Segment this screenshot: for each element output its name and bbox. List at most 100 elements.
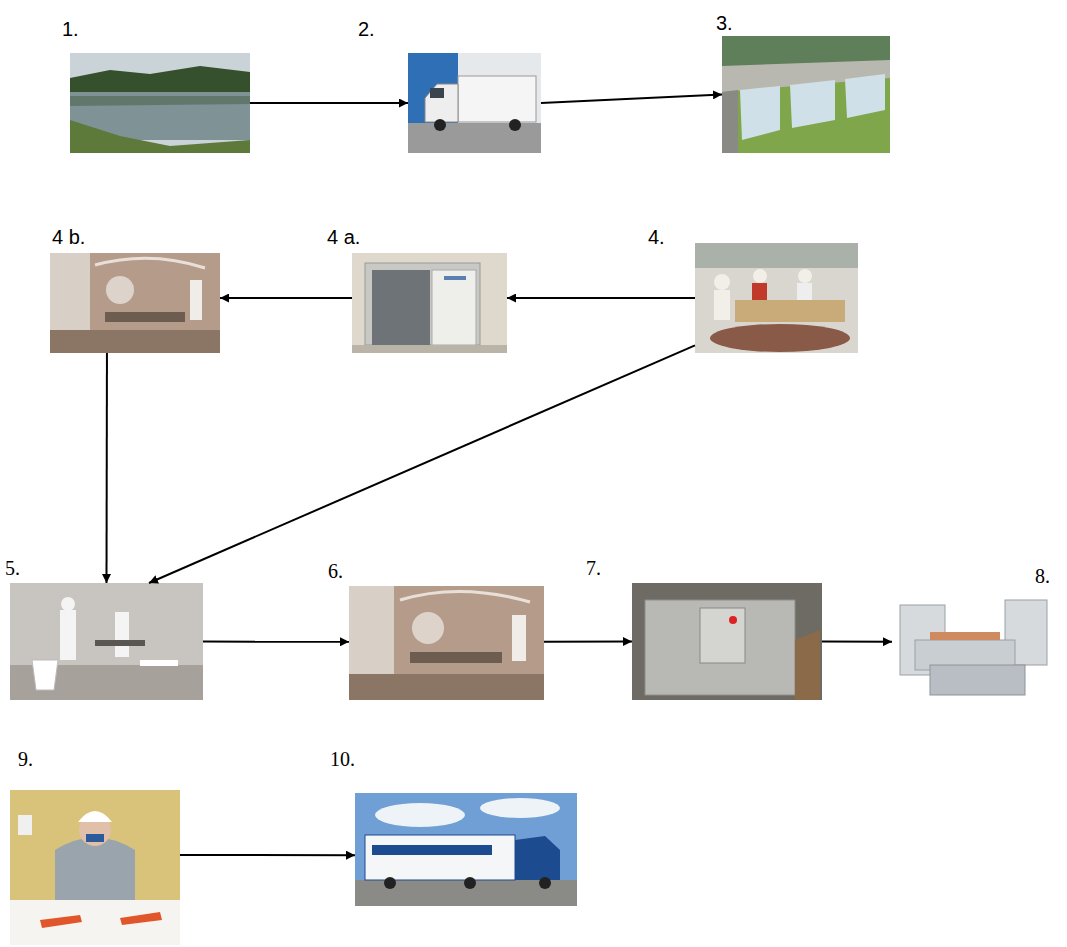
rail	[400, 591, 530, 602]
flow-arrow	[180, 854, 355, 856]
background	[408, 53, 541, 153]
fillet	[40, 915, 82, 928]
raceway-photo	[722, 36, 890, 153]
machine	[412, 612, 444, 644]
step-number: 4 b.	[52, 226, 85, 248]
photo-step: 6.	[349, 586, 544, 700]
processing-room-photo	[349, 586, 544, 700]
photo-step: 3.	[722, 36, 890, 153]
filleting-photo	[10, 790, 180, 945]
opening	[372, 270, 430, 345]
ground	[408, 123, 541, 153]
cloud	[375, 803, 465, 827]
door-frame	[365, 263, 480, 345]
step-number: 2.	[358, 18, 375, 40]
back-wall	[695, 243, 858, 268]
photo-step: 5.	[10, 583, 203, 700]
photo-step: 7.	[632, 583, 822, 700]
worker-coat	[55, 838, 135, 901]
photo-step: 4.	[695, 243, 858, 353]
flow-arrow	[203, 641, 349, 643]
step-number: 9.	[18, 748, 33, 770]
van-cab	[425, 84, 458, 122]
door-sign	[444, 276, 466, 280]
table	[10, 900, 180, 945]
switch	[729, 616, 737, 624]
trailer	[365, 835, 515, 880]
step-number: 4 a.	[327, 226, 360, 248]
table	[105, 312, 185, 322]
pond-photo	[70, 53, 250, 153]
waterfall	[845, 74, 885, 118]
wheel	[434, 119, 446, 131]
step-number: 5.	[5, 557, 20, 579]
waterfall	[790, 80, 835, 128]
van-box	[458, 76, 536, 122]
photo-step: 1.	[70, 53, 250, 153]
wall	[10, 583, 203, 700]
cold-room-photo	[352, 253, 507, 353]
cap	[78, 811, 112, 822]
tray	[140, 660, 178, 666]
trailer-stripe	[372, 845, 492, 855]
counter	[930, 665, 1025, 695]
sky	[355, 793, 577, 906]
step-number: 4.	[648, 226, 665, 248]
step-number: 10.	[330, 748, 355, 770]
worker	[714, 274, 730, 290]
wheel	[384, 877, 396, 889]
worker	[714, 290, 730, 320]
wheel	[464, 877, 476, 889]
steel-chamber	[645, 600, 795, 695]
wall	[349, 586, 544, 700]
wheel	[539, 877, 551, 889]
sky	[70, 53, 250, 153]
van-photo	[408, 53, 541, 153]
worker	[60, 610, 76, 660]
fish-tub	[710, 324, 850, 352]
sorting-photo	[695, 243, 858, 353]
flow-arrow	[149, 345, 695, 583]
background	[892, 592, 1052, 700]
blue-wall	[408, 53, 458, 123]
counters-photo	[892, 592, 1052, 700]
wall	[10, 790, 180, 945]
flow-arrow	[507, 297, 695, 299]
dispenser	[18, 815, 32, 835]
windscreen	[430, 88, 444, 98]
photo-step: 4 a.	[352, 253, 507, 353]
floor	[349, 674, 544, 700]
wall-face	[722, 90, 738, 153]
bucket	[32, 660, 58, 690]
photo-step: 10.	[355, 793, 577, 906]
floor	[352, 345, 507, 353]
fillet	[120, 912, 162, 925]
worker	[512, 615, 526, 661]
mask	[86, 834, 104, 842]
chamber-photo	[632, 583, 822, 700]
gutting-room-photo	[10, 583, 203, 700]
worker	[115, 612, 129, 657]
flow-arrow	[544, 641, 632, 643]
cloud	[480, 798, 560, 818]
truck-photo	[355, 793, 577, 906]
flow-arrow	[220, 297, 352, 299]
wheel	[509, 119, 521, 131]
table	[95, 640, 145, 646]
crates	[735, 300, 845, 322]
photo-step: 2.	[408, 53, 541, 153]
wall	[50, 253, 220, 353]
table	[410, 652, 502, 663]
step-number: 8.	[1035, 565, 1050, 587]
flow-arrow	[250, 102, 408, 104]
worker	[798, 269, 812, 283]
worker	[61, 597, 75, 611]
photo-step: 8.	[892, 592, 1052, 700]
worker	[190, 280, 202, 320]
room	[632, 583, 822, 700]
step-number: 7.	[586, 557, 601, 579]
food-tray	[930, 632, 1000, 640]
